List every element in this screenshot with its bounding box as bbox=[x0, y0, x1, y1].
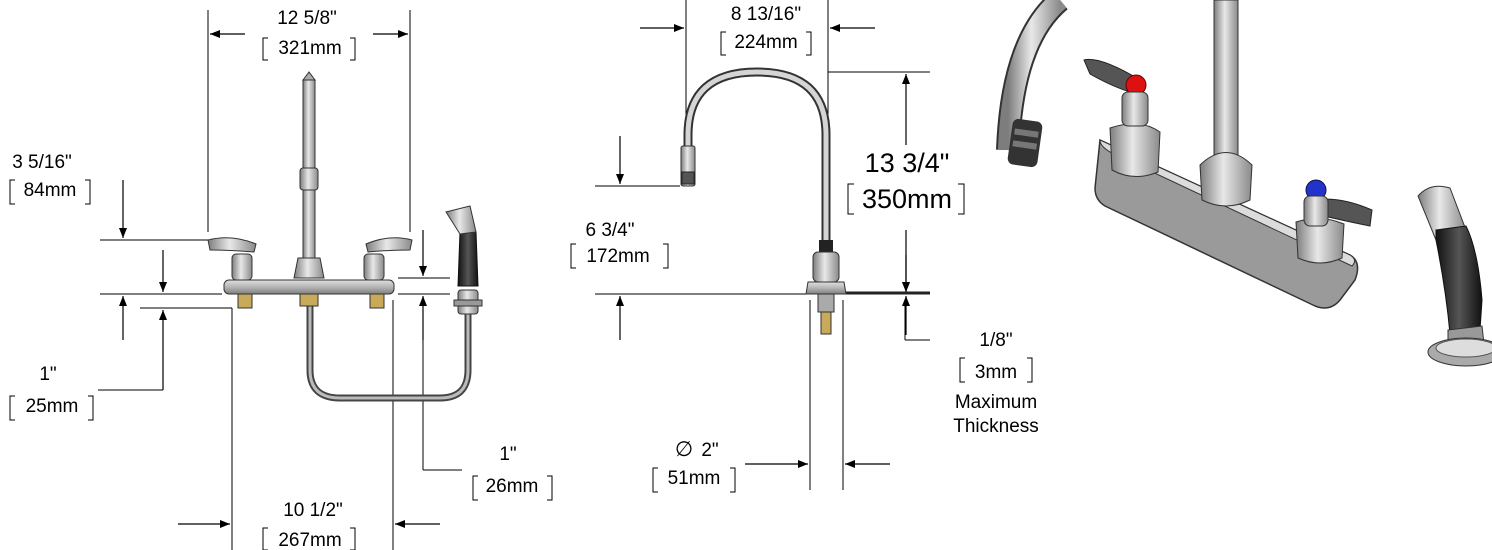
shank-diameter-imperial: 2" bbox=[701, 440, 718, 461]
shank-diameter-metric: 51mm bbox=[668, 468, 721, 489]
outlet-height-metric: 172mm bbox=[586, 246, 649, 267]
shank-diameter-symbol: ∅ bbox=[675, 438, 693, 461]
spray-offset-imperial: 1" bbox=[499, 444, 516, 465]
isometric-view bbox=[996, 0, 1492, 367]
outlet-height-imperial: 6 3/4" bbox=[585, 220, 634, 241]
deck-thickness-metric: 3mm bbox=[975, 362, 1017, 383]
side-sprayer bbox=[1417, 185, 1492, 367]
spout-nozzle bbox=[1007, 118, 1043, 168]
center-spacing-metric: 267mm bbox=[278, 530, 341, 550]
width-total-imperial: 12 5/8" bbox=[277, 8, 337, 29]
front-faucet-body bbox=[207, 71, 483, 402]
spout-height-imperial: 13 3/4" bbox=[865, 148, 950, 178]
deck-thickness-imperial: 1/8" bbox=[979, 330, 1012, 351]
base-height-imperial: 1" bbox=[39, 364, 56, 385]
handle-height-metric: 84mm bbox=[24, 180, 77, 201]
deck-thickness-note-line1: Maximum bbox=[955, 392, 1037, 413]
handle-height-imperial: 3 5/16" bbox=[12, 152, 72, 173]
width-total-metric: 321mm bbox=[278, 38, 341, 59]
deck-thickness-note-line2: Thickness bbox=[953, 416, 1039, 437]
center-spacing-imperial: 10 1/2" bbox=[283, 500, 343, 521]
spout-reach-imperial: 8 13/16" bbox=[731, 4, 801, 25]
spout-reach-metric: 224mm bbox=[734, 32, 797, 53]
spray-offset-metric: 26mm bbox=[486, 476, 539, 497]
front-view: 12 5/8" 321mm 3 5/16" 84mm 1" 25mm 1" 26… bbox=[9, 8, 553, 550]
side-faucet-body bbox=[680, 67, 847, 335]
base-height-metric: 25mm bbox=[26, 396, 79, 417]
spout-height-metric: 350mm bbox=[862, 184, 952, 214]
side-view: 8 13/16" 224mm 13 3/4" 350mm 6 3/4" 172m… bbox=[570, 0, 1039, 493]
